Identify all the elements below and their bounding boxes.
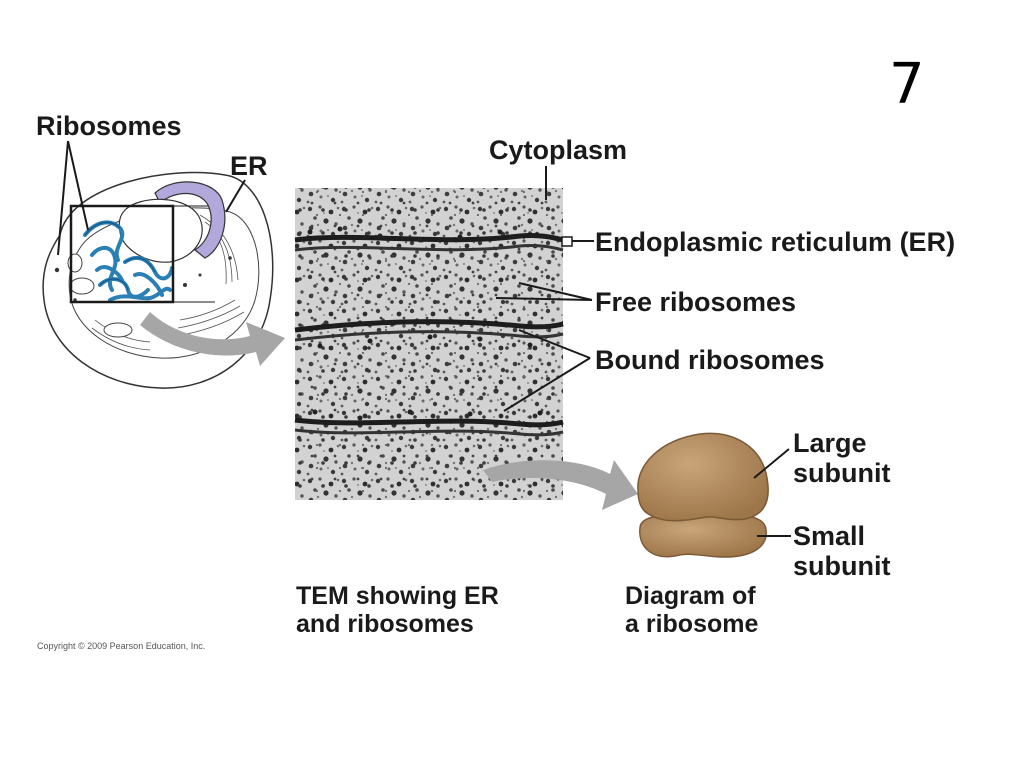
free-ribosomes-pointer [495,282,593,301]
ribosomes-label: Ribosomes [36,111,182,141]
large-subunit-shape [637,432,769,522]
tem-micrograph [294,166,594,500]
nucleus-envelope [154,181,226,259]
ribosome-diagram-caption: Diagram of a ribosome [625,582,759,638]
ribosomes-pointer [57,140,69,256]
ribosome-diagram [637,432,791,558]
free-ribosomes-label: Free ribosomes [595,287,797,317]
cytoplasm-label: Cytoplasm [489,135,628,165]
large-subunit-label: Large subunit [793,428,891,489]
small-subunit-shape [639,514,767,558]
bound-ribosomes-label: Bound ribosomes [595,345,825,375]
arrow-cell-to-tem [140,312,285,366]
large-subunit-pointer [753,448,790,479]
slide-number: 7 [889,52,925,117]
zoom-box [69,204,175,304]
er-label: ER [230,151,268,181]
bound-ribosomes-pointer [503,329,591,412]
er-pointer [225,179,246,213]
arrow-tem-to-ribosome [483,460,638,510]
small-subunit-label: Small subunit [793,521,891,582]
copyright-notice: Copyright © 2009 Pearson Education, Inc. [37,641,206,651]
tem-caption: TEM showing ER and ribosomes [296,582,499,638]
er-marker [561,236,573,247]
endoplasmic-reticulum-label: Endoplasmic reticulum (ER) [595,227,956,257]
